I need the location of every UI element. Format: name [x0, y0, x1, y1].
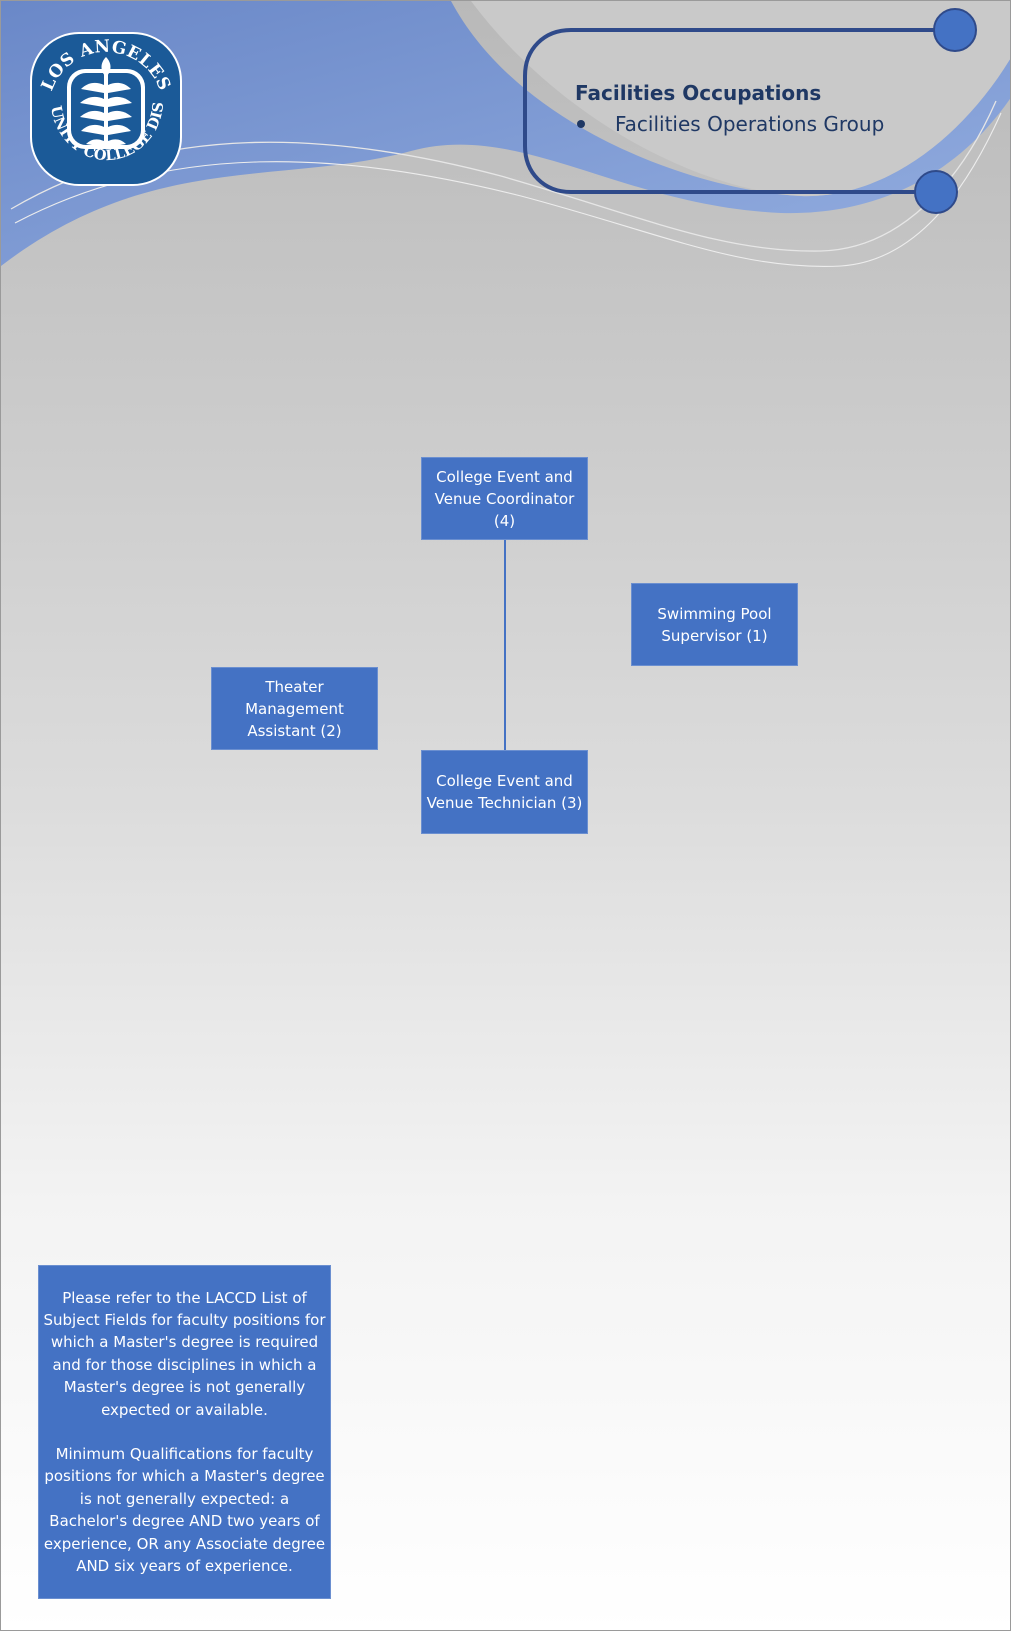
frame-top-circle	[933, 8, 977, 52]
wheat-stalk-seal-icon	[80, 57, 132, 149]
coordinator-technician-connector	[504, 539, 506, 751]
light-swoosh-shape	[471, 1, 1010, 197]
title-frame-outline	[523, 28, 956, 194]
thin-swoosh-line-1	[10, 100, 997, 252]
frame-bottom-circle	[914, 170, 958, 214]
note-paragraph-minimum-qualifications: Minimum Qualifications for faculty posit…	[43, 1445, 326, 1576]
node-college-event-venue-coordinator: College Event and Venue Coordinator (4)	[421, 457, 588, 540]
bullet-icon	[577, 120, 585, 128]
note-paragraph-subject-fields: Please refer to the LACCD List of Subjec…	[43, 1288, 326, 1419]
header-title-block: Facilities Occupations Facilities Operat…	[575, 77, 955, 139]
thin-swoosh-line-2	[14, 112, 1002, 267]
header-bullet-text: Facilities Operations Group	[615, 112, 885, 136]
node-swimming-pool-supervisor: Swimming Pool Supervisor (1)	[631, 583, 798, 666]
node-theater-management-assistant: Theater Management Assistant (2)	[211, 667, 378, 750]
header-title: Facilities Occupations	[575, 81, 822, 105]
header-bullet-item: Facilities Operations Group	[575, 109, 955, 139]
node-college-event-venue-technician: College Event and Venue Technician (3)	[421, 750, 588, 834]
blue-swoosh-shape	[1, 1, 1010, 266]
qualifications-note: Please refer to the LACCD List of Subjec…	[38, 1265, 331, 1599]
